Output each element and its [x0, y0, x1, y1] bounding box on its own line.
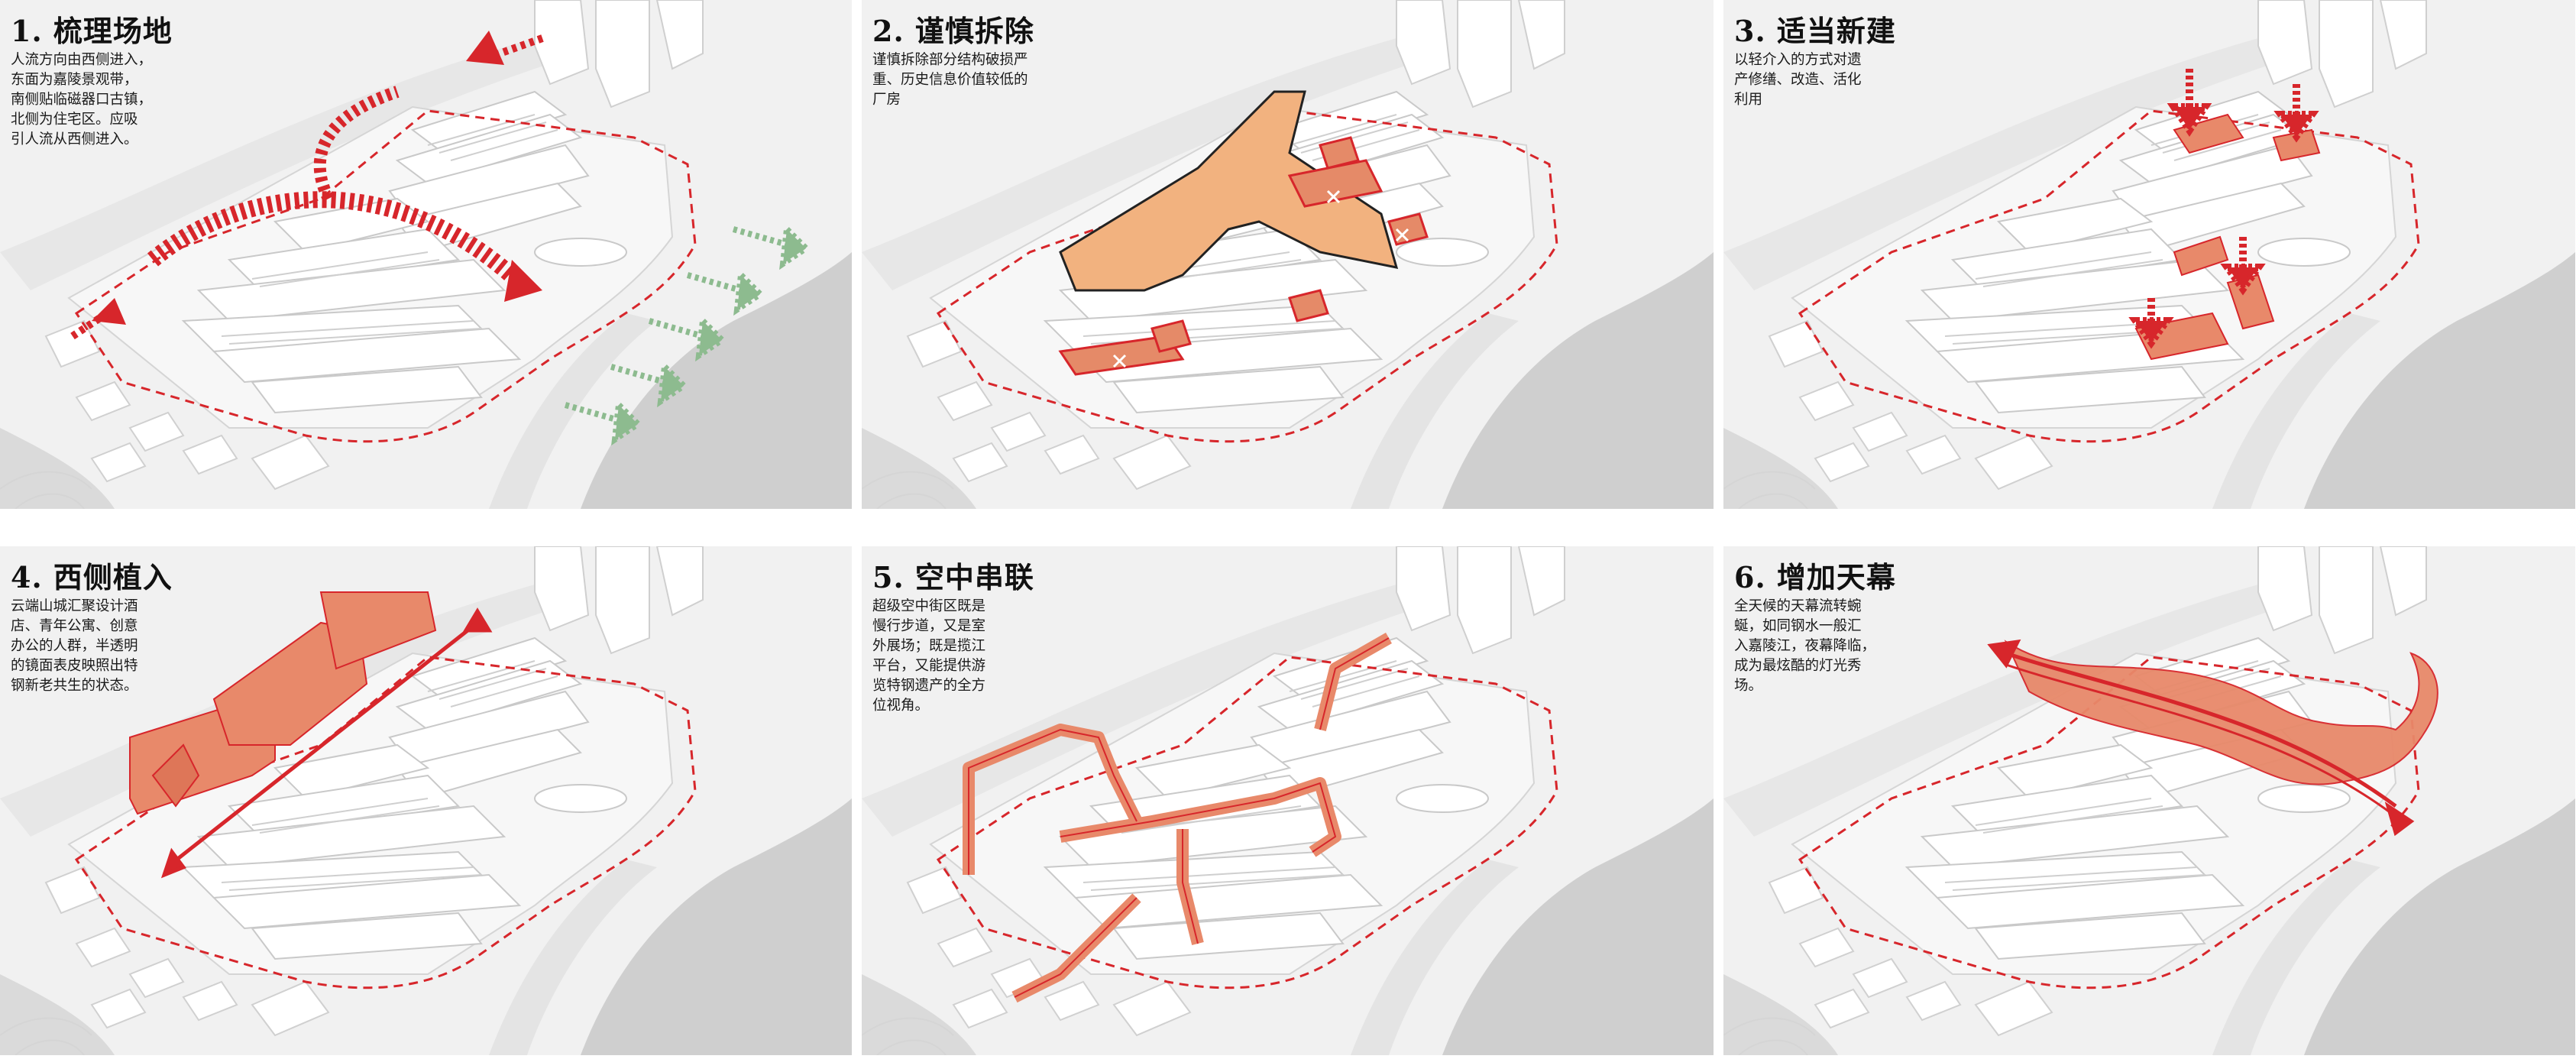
panel-1-site-analysis: 1. 梳理场地 人流方向由西侧进入， 东面为嘉陵景观带， 南侧贴临磁器口古镇， …	[0, 0, 852, 509]
entry-arrow-north	[466, 31, 504, 65]
panel-description: 全天候的天幕流转蜿 蜒，如同钢水一般汇 入嘉陵江，夜幕降临， 成为最炫酷的灯光秀…	[1734, 598, 1876, 694]
panel-title: 1. 梳理场地	[11, 14, 173, 48]
panel-6-canopy: 6. 增加天幕 全天候的天幕流转蜿 蜒，如同钢水一般汇 入嘉陵江，夜幕降临， 成…	[1723, 546, 2575, 1055]
demolition-area	[1059, 90, 1399, 292]
site-diagram-3	[1723, 0, 2575, 509]
panel-title: 4. 西侧植入	[11, 560, 173, 594]
panel-title: 3. 适当新建	[1734, 14, 1896, 48]
panel-description: 人流方向由西侧进入， 东面为嘉陵景观带， 南侧贴临磁器口古镇， 北侧为住宅区。应…	[11, 52, 153, 147]
entry-arrow-west	[92, 298, 126, 325]
site-diagram-4	[0, 546, 852, 1055]
panel-3-new-construction: 3. 适当新建 以轻介入的方式对遗 产修缮、改造、活化 利用	[1723, 0, 2575, 509]
site-diagram-6	[1723, 546, 2575, 1055]
panel-2-demolition: 2. 谨慎拆除 谨慎拆除部分结构破损严 重、历史信息价值较低的 厂房	[862, 0, 1714, 509]
panel-description: 超级空中街区既是 慢行步道，又是室 外展场；既是揽江 平台，又能提供游 览特钢遗…	[872, 598, 986, 714]
panel-description: 以轻介入的方式对遗 产修缮、改造、活化 利用	[1734, 52, 1862, 108]
panel-5-sky-connection: 5. 空中串联 超级空中街区既是 慢行步道，又是室 外展场；既是揽江 平台，又能…	[862, 546, 1714, 1055]
site-diagram-5	[862, 546, 1714, 1055]
site-diagram-2	[862, 0, 1714, 509]
river-view-arrows	[564, 222, 811, 446]
site-diagram-1	[0, 0, 852, 509]
demolished-sheds	[1058, 136, 1429, 376]
panel-4-west-implant: 4. 西侧植入 云端山城汇聚设计酒 店、青年公寓、创意 办公的人群，半透明 的镜…	[0, 546, 852, 1055]
panel-title: 6. 增加天幕	[1734, 560, 1896, 594]
sky-canopy	[2004, 640, 2438, 785]
sky-walkway-outline	[968, 637, 1390, 998]
west-implant-building	[129, 591, 437, 815]
insertion-arrows	[2128, 69, 2319, 349]
panel-description: 谨慎拆除部分结构破损严 重、历史信息价值较低的 厂房	[872, 52, 1028, 108]
connection-arrow	[160, 607, 493, 879]
canopy-flow-arrow	[1987, 639, 2415, 837]
demolish-marks	[1112, 189, 1409, 368]
panel-description: 云端山城汇聚设计酒 店、青年公寓、创意 办公的人群，半透明 的镜面表皮映照出特 …	[11, 598, 138, 694]
panel-title: 5. 空中串联	[872, 560, 1034, 594]
panel-title: 2. 谨慎拆除	[872, 14, 1034, 48]
